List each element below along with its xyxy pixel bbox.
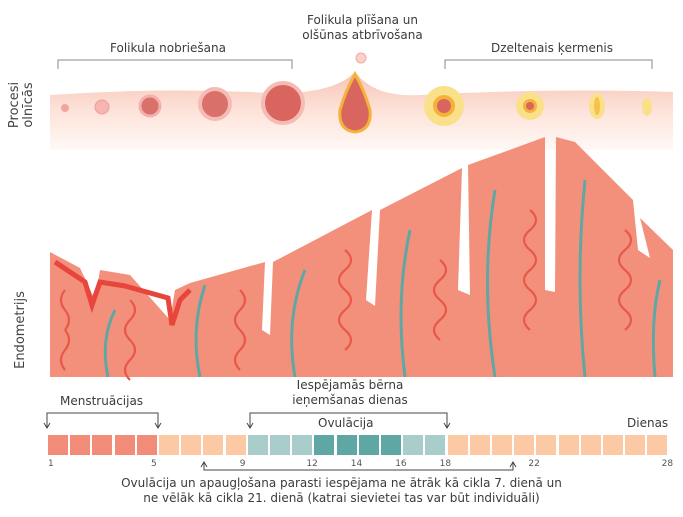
phase-maturation-label: Folikula nobriešana — [110, 41, 226, 55]
day-box-other — [469, 435, 490, 455]
day-box-menstruation — [48, 435, 68, 455]
phase-corpus-luteum-label: Dzeltenais ķermenis — [491, 41, 614, 55]
bleeding-layer — [53, 259, 192, 326]
day-box-fertile — [425, 435, 446, 455]
day-box-other — [447, 435, 468, 455]
day-box-fertile — [247, 435, 268, 455]
follicles — [61, 52, 652, 134]
note-line1: Ovulācija un apaugļošana parasti iespēja… — [121, 476, 562, 490]
note-line2: ne vēlāk kā cikla 21. dienā (katrai siev… — [143, 491, 540, 505]
endometrium-side-label: Endometrijs — [13, 291, 28, 369]
bracket-corpus — [444, 59, 653, 69]
day-tick: 9 — [239, 459, 246, 469]
day-box-ovulation — [358, 435, 379, 455]
day-box-ovulation — [336, 435, 357, 455]
day-box-fertile — [403, 435, 424, 455]
day-tick: 1 — [48, 459, 54, 469]
endometrium-tissue — [50, 137, 673, 377]
fertile-line2: ieņemšanas dienas — [292, 393, 408, 407]
day-tick: 22 — [528, 459, 540, 469]
day-box-other — [625, 435, 646, 455]
menstruation-label: Menstruācijas — [60, 394, 144, 408]
day-box-other — [647, 435, 668, 455]
day-box-fertile — [292, 435, 313, 455]
glands — [103, 179, 662, 378]
day-tick: 18 — [439, 459, 452, 469]
day-box-other — [558, 435, 579, 455]
bracket-maturation — [57, 59, 293, 69]
ovary-side-line2: olnīcās — [21, 82, 36, 128]
fertile-days-label: Iespējamās bērna ieņemšanas dienas — [280, 378, 420, 408]
fertility-note: Ovulācija un apaugļošana parasti iespēja… — [0, 476, 683, 506]
day-box-other — [580, 435, 601, 455]
day-tick: 12 — [306, 459, 318, 469]
blood-vessels — [59, 209, 633, 381]
day-box-menstruation — [70, 435, 91, 455]
fertile-line1: Iespējamās bērna — [296, 378, 404, 392]
day-box-other — [603, 435, 623, 455]
ovary-side-label: Procesi olnīcās — [7, 70, 36, 140]
phase-rupture-label: Folikula plīšana un olšūnas atbrīvošana — [295, 13, 430, 43]
day-box-menstruation — [114, 435, 135, 455]
day-box-other — [203, 435, 224, 455]
day-box-other — [514, 435, 535, 455]
day-box-ovulation — [381, 435, 401, 455]
day-box-other — [181, 435, 202, 455]
day-tick: 28 — [661, 459, 674, 469]
timeline-arrows — [43, 412, 517, 471]
day-box-other — [492, 435, 512, 455]
day-box-fertile — [270, 435, 290, 455]
days-label: Dienas — [627, 416, 669, 430]
day-box-other — [159, 435, 179, 455]
phase-rupture-line1: Folikula plīšana un — [306, 13, 419, 27]
day-tick: 5 — [151, 459, 157, 469]
day-box-ovulation — [314, 435, 335, 455]
day-box-other — [225, 435, 246, 455]
ovulation-label: Ovulācija — [318, 416, 374, 430]
phase-rupture-line2: olšūnas atbrīvošana — [302, 28, 423, 42]
day-box-other — [536, 435, 557, 455]
day-tick: 14 — [350, 459, 363, 469]
day-box-menstruation — [92, 435, 113, 455]
ruptured-follicle — [338, 70, 372, 134]
day-tick: 16 — [395, 459, 407, 469]
ovary-side-line1: Procesi — [7, 81, 22, 129]
day-box-menstruation — [136, 435, 157, 455]
